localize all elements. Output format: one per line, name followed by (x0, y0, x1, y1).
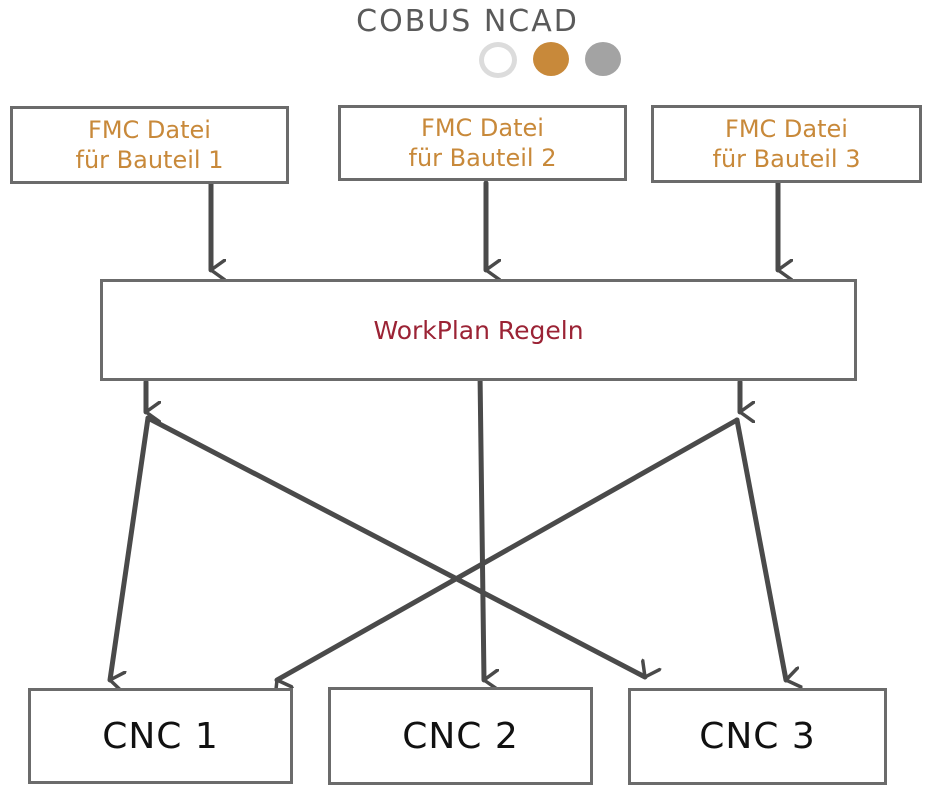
workplan-rules-box: WorkPlan Regeln (100, 279, 857, 381)
source-box-3: FMC Datei für Bauteil 3 (651, 105, 922, 183)
cnc-3-label: CNC 3 (699, 716, 816, 757)
source-box-1: FMC Datei für Bauteil 1 (10, 106, 289, 184)
source-1-line2: für Bauteil 1 (75, 146, 224, 174)
logo-dot-gray (585, 42, 621, 76)
cnc-box-1: CNC 1 (28, 688, 293, 784)
source-3-line2: für Bauteil 3 (712, 145, 861, 173)
source-2-line1: FMC Datei (421, 114, 544, 142)
source-2-line2: für Bauteil 2 (408, 144, 557, 172)
arrow-left-to-cnc1 (107, 415, 151, 680)
source-1-line1: FMC Datei (88, 116, 211, 144)
arrow-rules-to-cnc2 (477, 370, 484, 680)
cnc-2-label: CNC 2 (402, 715, 519, 757)
workplan-rules-label: WorkPlan Regeln (373, 315, 584, 345)
source-3-line1: FMC Datei (725, 115, 848, 143)
arrow-right-to-cnc3 (734, 417, 786, 680)
logo-dots (475, 42, 635, 78)
logo-dot-light (479, 42, 517, 78)
arrow-right-to-cnc1 (277, 417, 740, 680)
cnc-1-label: CNC 1 (102, 715, 219, 757)
logo-dot-orange (533, 42, 569, 76)
arrow-left-to-cnc3 (145, 415, 645, 680)
source-box-2: FMC Datei für Bauteil 2 (338, 105, 627, 181)
cnc-box-3: CNC 3 (628, 688, 887, 785)
diagram-title: COBUS NCAD (356, 4, 579, 39)
cnc-box-2: CNC 2 (328, 687, 593, 785)
